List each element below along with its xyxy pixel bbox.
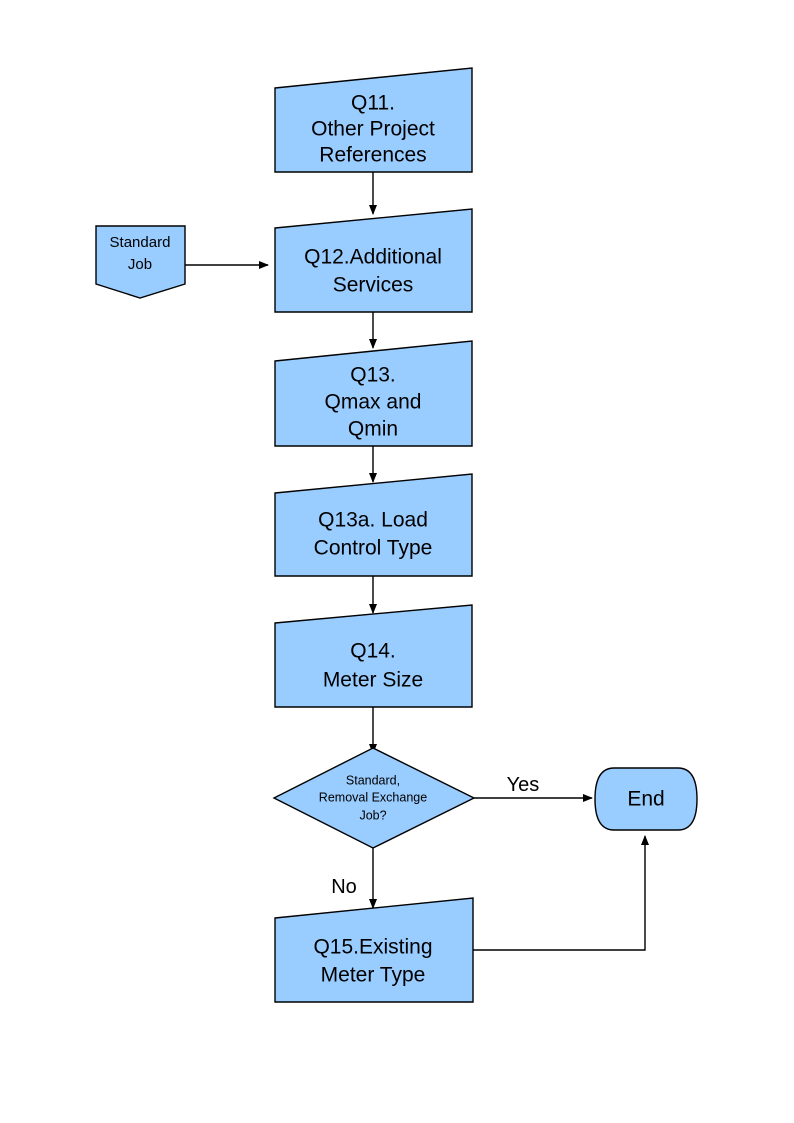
- node-q11-label-line3: References: [319, 144, 426, 167]
- node-q12-label-line1: Q12.Additional: [304, 246, 442, 269]
- node-q13a[interactable]: Q13a. Load Control Type: [274, 473, 473, 577]
- edge-label-layer: Yes No: [331, 774, 539, 898]
- node-decision-label-line1: Standard,: [346, 773, 400, 787]
- node-standard-job-shape: [95, 225, 186, 299]
- node-decision-label-line2: Removal Exchange: [319, 790, 427, 804]
- node-end[interactable]: End: [594, 767, 698, 831]
- node-q14-shape: [274, 604, 473, 708]
- edge-q15-to-end: [473, 835, 649, 951]
- node-q11-shape: [274, 67, 473, 173]
- node-q12-label-line2: Services: [333, 274, 414, 297]
- node-q13a-label-line2: Control Type: [314, 537, 433, 560]
- node-q11-label-line2: Other Project: [311, 118, 435, 141]
- node-end-label: End: [627, 788, 664, 811]
- node-q15[interactable]: Q15.Existing Meter Type: [274, 897, 474, 1003]
- node-q15-shape: [274, 897, 474, 1003]
- node-decision-shape: [272, 747, 476, 849]
- edge-label-no: No: [331, 876, 357, 898]
- node-q11-label-line1: Q11.: [351, 92, 395, 115]
- node-q13a-shape: [274, 473, 473, 577]
- node-q15-label-line1: Q15.Existing: [313, 936, 432, 959]
- connector-layer: [185, 172, 649, 951]
- node-standard-job-label-line2: Job: [128, 256, 152, 273]
- node-q13-label-line3: Qmin: [348, 418, 398, 441]
- node-q11[interactable]: Q11. Other Project References: [274, 67, 473, 173]
- node-q14[interactable]: Q14. Meter Size: [274, 604, 473, 708]
- node-q13a-label-line1: Q13a. Load: [318, 509, 428, 532]
- node-standard-job[interactable]: Standard Job: [95, 225, 186, 299]
- node-q13-shape: [274, 340, 473, 447]
- node-q14-label-line1: Q14.: [350, 640, 396, 663]
- node-q12[interactable]: Q12.Additional Services: [274, 208, 473, 313]
- edge-label-yes: Yes: [507, 774, 540, 796]
- node-q15-label-line2: Meter Type: [321, 964, 426, 987]
- node-q14-label-line2: Meter Size: [323, 669, 423, 692]
- node-q13-label-line1: Q13.: [350, 364, 396, 387]
- node-decision[interactable]: Standard, Removal Exchange Job?: [272, 747, 476, 849]
- node-q13-label-line2: Qmax and: [325, 391, 422, 414]
- node-end-shape: [594, 767, 698, 831]
- node-decision-label-line3: Job?: [359, 808, 386, 822]
- node-standard-job-label-line1: Standard: [110, 234, 171, 251]
- node-q13[interactable]: Q13. Qmax and Qmin: [274, 340, 473, 447]
- node-q12-shape: [274, 208, 473, 313]
